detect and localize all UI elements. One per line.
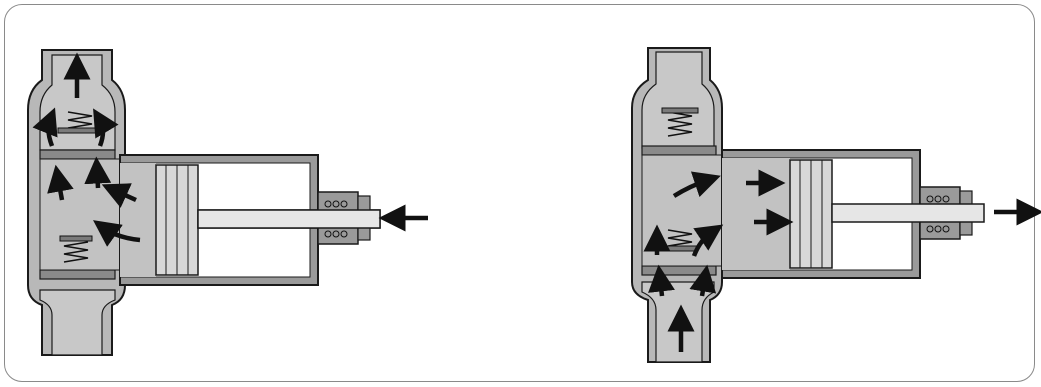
right-discharge-valve-plate bbox=[641, 145, 717, 156]
left-suction-port bbox=[39, 289, 116, 356]
left-valve-chamber bbox=[39, 158, 121, 271]
right-piston-rod bbox=[831, 203, 985, 223]
right-compressor-panel bbox=[631, 47, 1041, 363]
right-intake-gas bbox=[722, 158, 790, 270]
left-flow-arrows bbox=[32, 52, 428, 247]
left-suction-spring bbox=[63, 241, 89, 263]
left-compressed-gas bbox=[120, 163, 156, 277]
left-piston bbox=[155, 164, 199, 276]
right-discharge-spring bbox=[667, 111, 693, 137]
left-suction-valve-plate bbox=[39, 269, 116, 280]
left-compressor-panel bbox=[27, 49, 428, 356]
left-discharge-valve-plate bbox=[39, 149, 116, 160]
right-suction-valve-plate bbox=[641, 265, 717, 276]
figure-frame bbox=[4, 4, 1035, 382]
right-piston bbox=[789, 159, 833, 269]
right-flow-arrows bbox=[643, 169, 1041, 352]
